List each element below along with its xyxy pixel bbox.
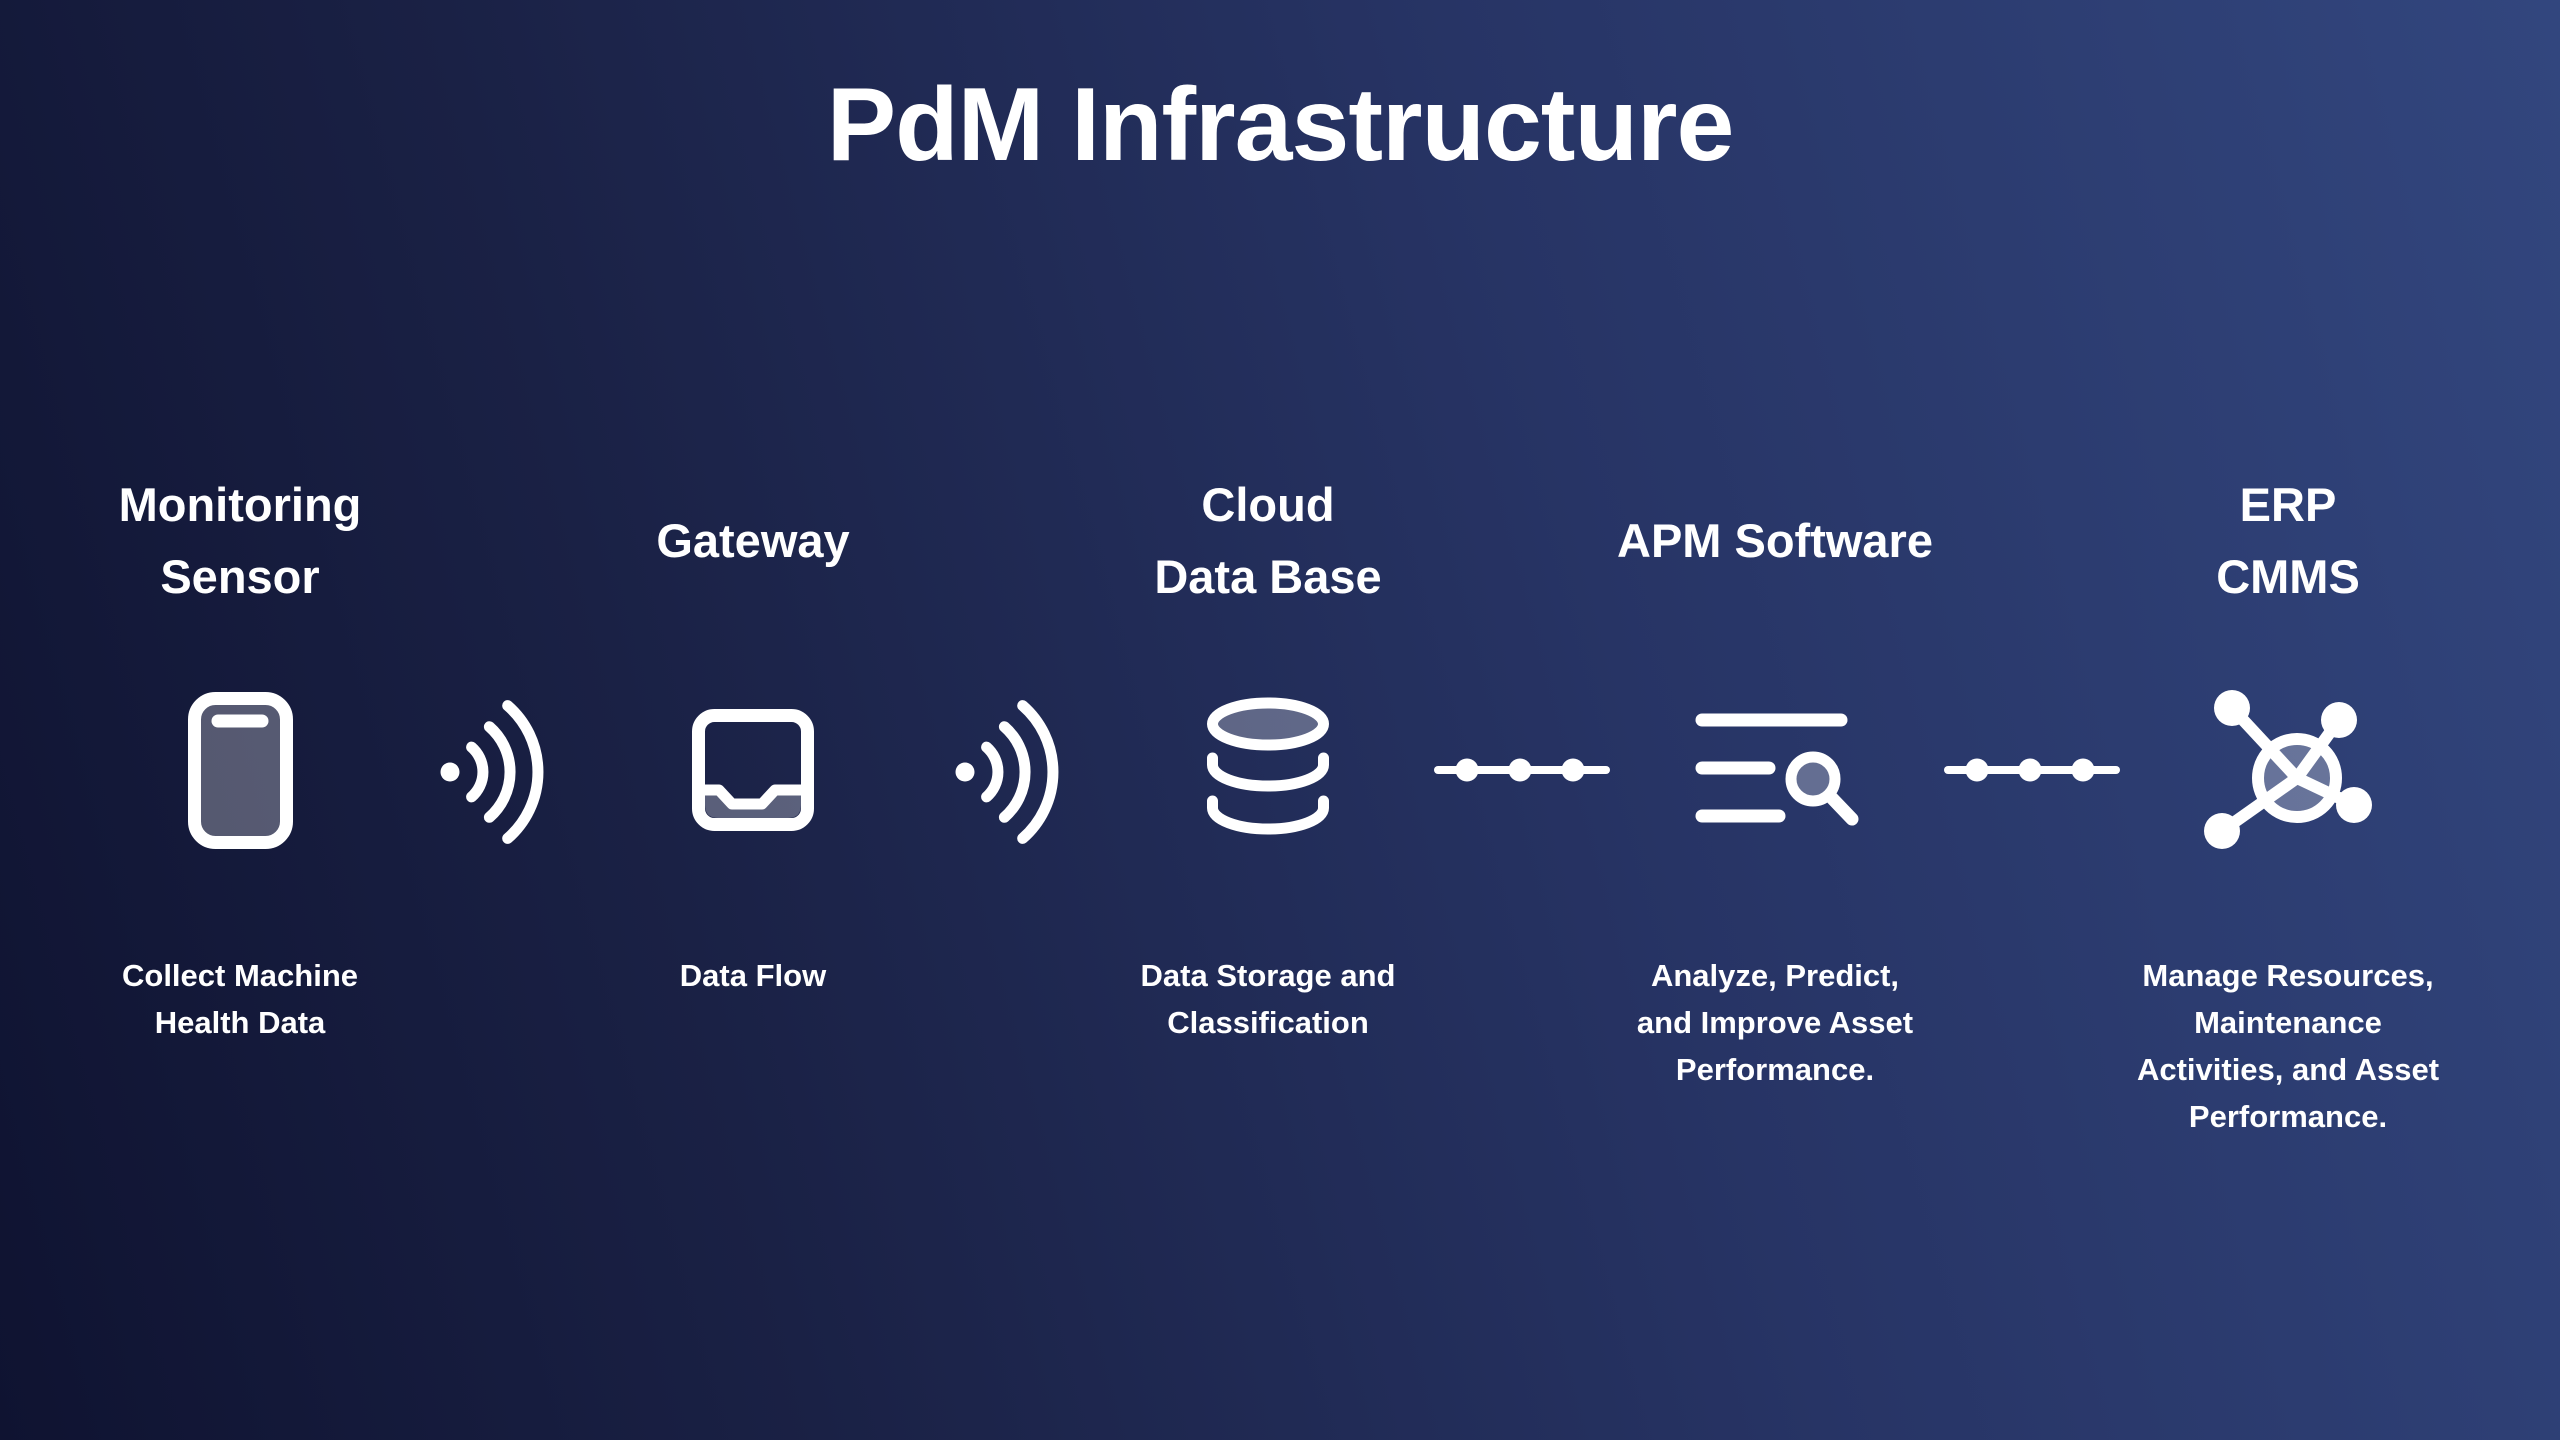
column-description: Manage Resources, Maintenance Activities…: [2068, 952, 2508, 1140]
description-line: Performance.: [1675, 1052, 1875, 1087]
description-line: Data Flow: [679, 958, 827, 993]
column-description: Data Storage and Classification: [1048, 952, 1488, 1046]
column-title: Cloud Data Base: [1048, 469, 1488, 613]
column-gateway: Gateway Data Flow: [533, 0, 973, 1440]
network-hub-icon: [2068, 690, 2508, 850]
column-title: APM Software: [1555, 469, 1995, 613]
description-line: Classification: [1167, 1005, 1369, 1040]
column-title-line: APM Software: [1617, 514, 1933, 567]
description-line: and Improve Asset: [1636, 1005, 1914, 1040]
gateway-icon: [533, 690, 973, 850]
column-title-line: Data Base: [1154, 550, 1382, 603]
column-title: Monitoring Sensor: [20, 469, 460, 613]
description-line: Data Storage and: [1140, 958, 1396, 993]
description-line: Analyze, Predict,: [1650, 958, 1900, 993]
column-title-line: CMMS: [2216, 550, 2360, 603]
description-line: Health Data: [154, 1005, 326, 1040]
column-title: ERP CMMS: [2068, 469, 2508, 613]
column-erp-cmms: ERP CMMS Manage Resources, Maintenance: [2068, 0, 2508, 1440]
data-flow-line-icon: [1943, 755, 2121, 785]
wireless-signal-icon: [438, 697, 544, 847]
description-line: Activities, and Asset: [2136, 1052, 2440, 1087]
description-line: Performance.: [2188, 1099, 2388, 1134]
column-title: Gateway: [533, 469, 973, 613]
sensor-icon: [20, 690, 460, 850]
column-description: Data Flow: [533, 952, 973, 999]
column-title-line: Monitoring: [118, 478, 362, 531]
column-title-line: Cloud: [1201, 478, 1335, 531]
column-title-line: Sensor: [160, 550, 320, 603]
description-line: Manage Resources,: [2142, 958, 2434, 993]
column-title-line: ERP: [2239, 478, 2337, 531]
column-description: Collect Machine Health Data: [20, 952, 460, 1046]
search-list-icon: [1555, 690, 1995, 850]
description-line: Maintenance: [2194, 1005, 2382, 1040]
column-cloud-database: Cloud Data Base Data Storage and Classif…: [1048, 0, 1488, 1440]
column-description: Analyze, Predict, and Improve Asset Perf…: [1555, 952, 1995, 1093]
description-line: Collect Machine: [122, 958, 358, 993]
column-monitoring-sensor: Monitoring Sensor Collect Machine Health…: [20, 0, 460, 1440]
data-flow-line-icon: [1433, 755, 1611, 785]
database-icon: [1048, 690, 1488, 850]
column-title-line: Gateway: [656, 514, 850, 567]
wireless-signal-icon: [953, 697, 1059, 847]
page-title: PdM Infrastructure: [826, 67, 1735, 183]
column-apm-software: APM Software Analyze, Predict, and Impro…: [1555, 0, 1995, 1440]
